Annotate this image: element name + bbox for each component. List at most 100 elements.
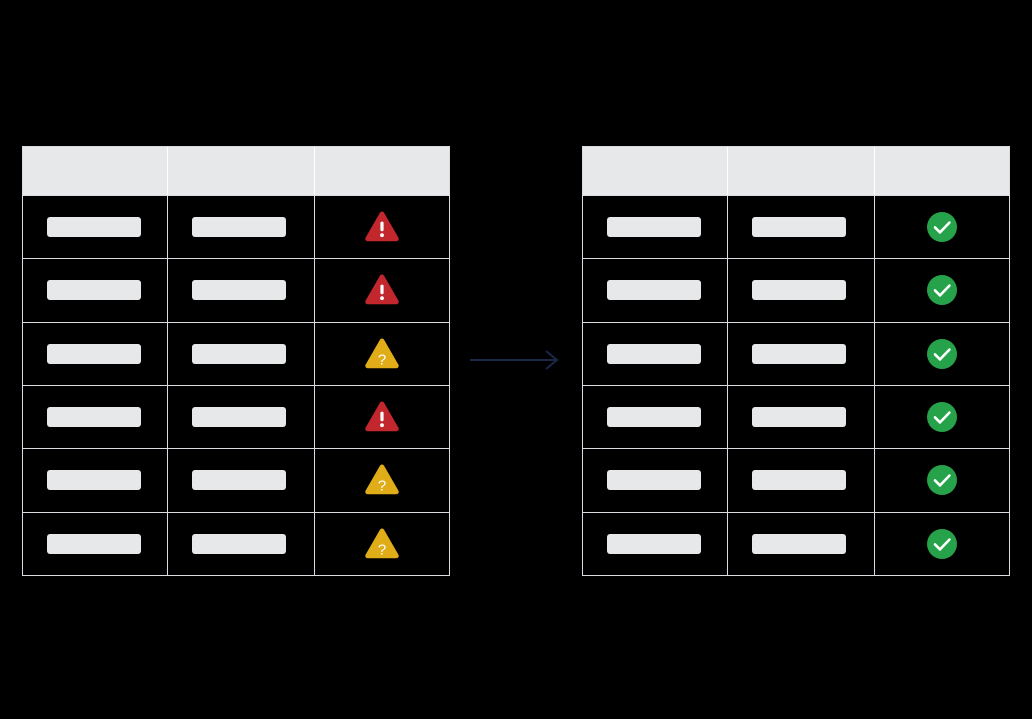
redacted-value-bar <box>47 407 141 428</box>
redacted-value-bar <box>47 533 141 554</box>
cell-status <box>875 196 1009 258</box>
success-check-circle-icon <box>927 338 957 369</box>
table-row[interactable] <box>23 195 449 259</box>
after-table <box>582 146 1010 576</box>
cell-column-2 <box>168 259 315 322</box>
redacted-value-bar <box>607 217 701 238</box>
cell-status: ? <box>315 449 449 511</box>
after-header-cell-2 <box>728 147 875 195</box>
redacted-value-bar <box>752 217 846 238</box>
cell-status <box>315 386 449 448</box>
redacted-value-bar <box>752 470 846 491</box>
success-check-circle-icon <box>927 212 957 243</box>
cell-column-1 <box>23 196 168 259</box>
cell-column-2 <box>168 322 315 385</box>
success-check-circle-icon <box>927 465 957 496</box>
table-row[interactable] <box>583 258 1009 322</box>
redacted-value-bar <box>47 470 141 491</box>
cell-column-1 <box>583 449 728 512</box>
redacted-value-bar <box>192 533 286 554</box>
redacted-value-bar <box>192 280 286 301</box>
redacted-value-bar <box>752 407 846 428</box>
cell-status <box>875 513 1009 575</box>
warning-triangle-icon: ? <box>365 338 399 368</box>
cell-status <box>315 259 449 321</box>
redacted-value-bar <box>607 343 701 364</box>
cell-column-1 <box>583 512 728 575</box>
flow-arrow <box>470 350 559 370</box>
after-table-body <box>583 195 1009 575</box>
cell-column-2 <box>168 196 315 259</box>
redacted-value-bar <box>607 407 701 428</box>
cell-column-2 <box>168 449 315 512</box>
table-row[interactable] <box>583 195 1009 259</box>
cell-column-1 <box>583 322 728 385</box>
redacted-value-bar <box>752 343 846 364</box>
table-row[interactable] <box>583 384 1009 449</box>
cell-status: ? <box>315 513 449 575</box>
before-header-cell-1 <box>23 147 168 195</box>
error-triangle-icon <box>365 275 399 305</box>
before-table: ? <box>22 146 450 576</box>
cell-column-1 <box>583 385 728 449</box>
redacted-value-bar <box>47 280 141 301</box>
svg-text:?: ? <box>378 541 386 558</box>
cell-column-2 <box>728 322 875 385</box>
redacted-value-bar <box>192 217 286 238</box>
table-row[interactable]: ? <box>23 511 449 575</box>
after-header-cell-1 <box>583 147 728 195</box>
cell-column-2 <box>728 512 875 575</box>
cell-column-1 <box>23 512 168 575</box>
warning-triangle-icon: ? <box>365 528 399 558</box>
redacted-value-bar <box>192 343 286 364</box>
cell-status <box>315 196 449 258</box>
redacted-value-bar <box>192 470 286 491</box>
redacted-value-bar <box>607 470 701 491</box>
cell-column-1 <box>23 385 168 449</box>
cell-status <box>875 386 1009 448</box>
table-row[interactable]: ? <box>23 321 449 385</box>
table-row[interactable] <box>23 258 449 322</box>
cell-column-1 <box>583 196 728 259</box>
success-check-circle-icon <box>927 402 957 433</box>
redacted-value-bar <box>47 217 141 238</box>
redacted-value-bar <box>607 280 701 301</box>
svg-text:?: ? <box>378 351 386 368</box>
table-row[interactable] <box>583 448 1009 512</box>
cell-status: ? <box>315 323 449 385</box>
cell-column-1 <box>23 259 168 322</box>
warning-triangle-icon: ? <box>365 464 399 495</box>
cell-status <box>875 449 1009 511</box>
table-row[interactable] <box>583 511 1009 575</box>
redacted-value-bar <box>47 343 141 364</box>
error-triangle-icon <box>365 211 399 242</box>
success-check-circle-icon <box>927 275 957 306</box>
cell-column-2 <box>728 385 875 449</box>
redacted-value-bar <box>607 533 701 554</box>
cell-column-2 <box>728 259 875 322</box>
error-triangle-icon <box>365 401 399 432</box>
table-row[interactable]: ? <box>23 448 449 512</box>
redacted-value-bar <box>752 280 846 301</box>
cell-column-1 <box>23 449 168 512</box>
success-check-circle-icon <box>927 528 957 559</box>
after-header-cell-3 <box>875 147 1009 195</box>
cell-column-2 <box>168 512 315 575</box>
table-row[interactable] <box>583 321 1009 385</box>
svg-text:?: ? <box>378 478 386 495</box>
table-row[interactable] <box>23 384 449 449</box>
cell-column-1 <box>583 259 728 322</box>
cell-status <box>875 259 1009 321</box>
cell-column-2 <box>168 385 315 449</box>
redacted-value-bar <box>192 407 286 428</box>
before-table-header-row <box>23 147 449 195</box>
before-table-body: ? <box>23 195 449 575</box>
before-header-cell-3 <box>315 147 449 195</box>
cell-column-2 <box>728 196 875 259</box>
after-table-header-row <box>583 147 1009 195</box>
cell-status <box>875 323 1009 385</box>
redacted-value-bar <box>752 533 846 554</box>
before-header-cell-2 <box>168 147 315 195</box>
cell-column-2 <box>728 449 875 512</box>
